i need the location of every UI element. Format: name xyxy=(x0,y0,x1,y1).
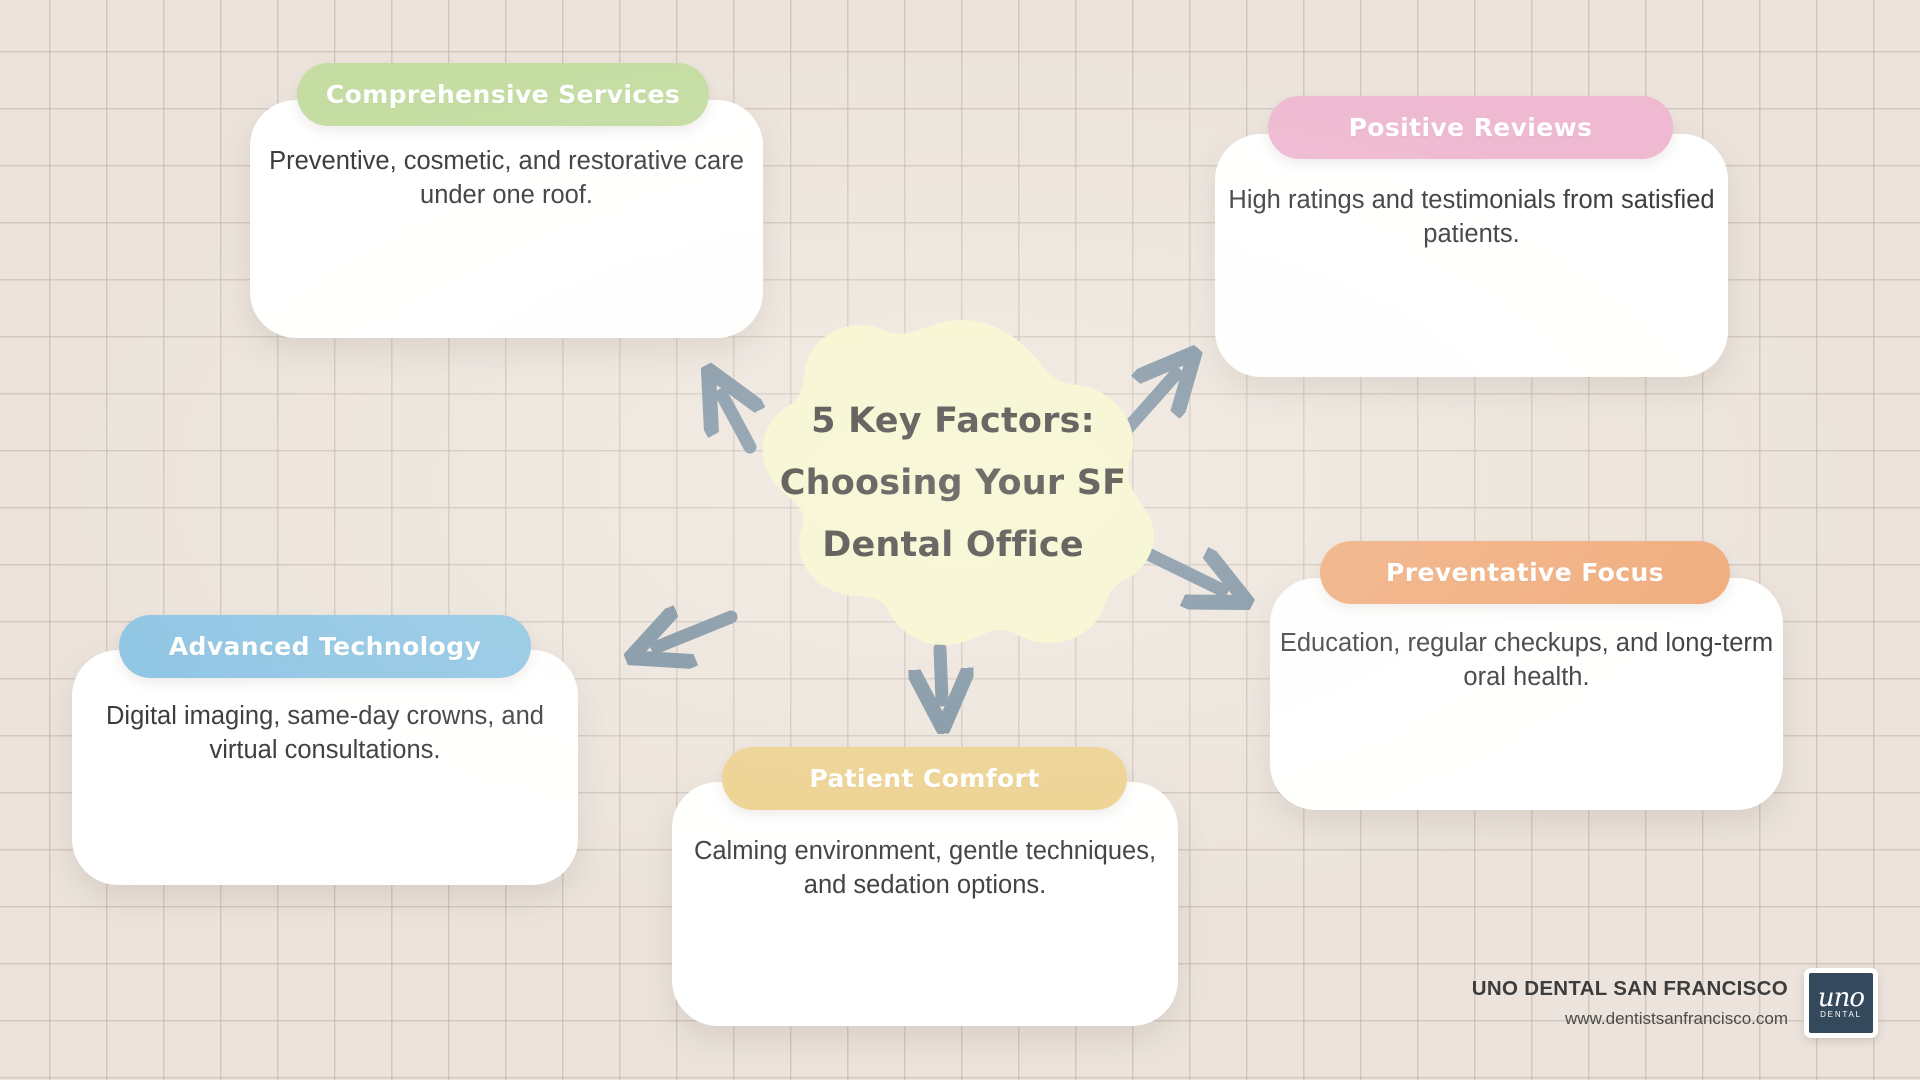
card-comprehensive-services-body xyxy=(250,100,763,338)
card-comprehensive-services-text: Preventive, cosmetic, and restorative ca… xyxy=(269,147,744,209)
brand-text-block: UNO DENTAL SAN FRANCISCO www.dentistsanf… xyxy=(1472,977,1788,1029)
card-positive-reviews-text: High ratings and testimonials from satis… xyxy=(1228,186,1715,248)
uno-dental-logo: uno DENTAL xyxy=(1804,968,1878,1038)
card-advanced-technology-text: Digital imaging, same-day crowns, and vi… xyxy=(106,702,544,764)
arrow-to-advanced-technology xyxy=(657,617,738,647)
card-patient-comfort-body xyxy=(672,782,1178,1026)
card-preventative-focus-title: Preventative Focus xyxy=(1320,541,1730,604)
card-preventative-focus-text: Education, regular checkups, and long-te… xyxy=(1279,629,1774,691)
card-positive-reviews-body xyxy=(1215,134,1728,377)
card-positive-reviews-title: Positive Reviews xyxy=(1268,96,1673,159)
card-advanced-technology-body xyxy=(72,650,578,885)
card-patient-comfort-title: Patient Comfort xyxy=(722,747,1127,810)
arrow-to-patient-comfort xyxy=(940,642,942,700)
card-advanced-technology-title: Advanced Technology xyxy=(119,615,531,678)
arrow-to-comprehensive-services xyxy=(722,395,750,454)
logo-wordmark: uno xyxy=(1817,982,1865,1013)
card-comprehensive-services-title: Comprehensive Services xyxy=(297,63,709,126)
logo-subtitle: DENTAL xyxy=(1820,1010,1862,1020)
brand-url[interactable]: www.dentistsanfrancisco.com xyxy=(1565,1009,1788,1028)
brand-footer: UNO DENTAL SAN FRANCISCO www.dentistsanf… xyxy=(1472,968,1878,1038)
brand-name: UNO DENTAL SAN FRANCISCO xyxy=(1471,977,1788,1000)
card-preventative-focus-body xyxy=(1270,578,1783,810)
center-blob-shape xyxy=(748,318,1158,648)
card-patient-comfort-text: Calming environment, gentle techniques, … xyxy=(693,837,1157,899)
